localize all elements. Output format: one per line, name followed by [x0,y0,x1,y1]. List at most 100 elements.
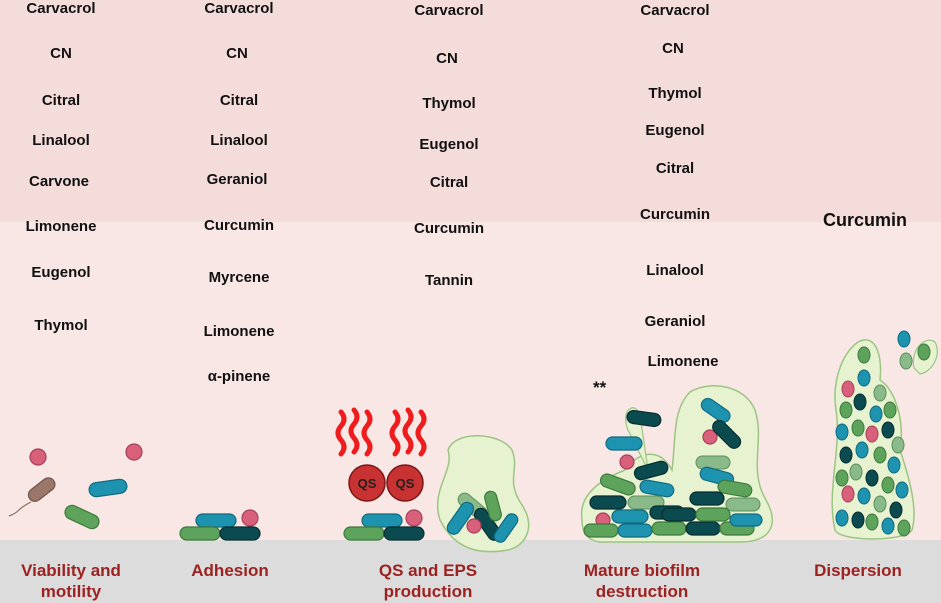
stage-label-line: Adhesion [191,561,269,580]
coccus-cell [241,509,259,527]
compound-label: Eugenol [31,264,91,281]
flagellum [8,501,32,517]
dispersing-biofilm [831,330,938,540]
biofilm-cell [855,441,869,459]
qs-molecules: QS QS [348,464,424,502]
biofilm-cell [849,463,863,481]
coccus-cell [29,448,47,466]
rod-cell [639,479,675,498]
qs-molecule-label: QS [396,476,415,491]
biofilm-cell [881,476,895,494]
rod-cell [611,509,649,524]
coccus-cell [466,518,482,534]
rod-cell [717,479,753,498]
coccus-cell [405,509,423,527]
biofilm-cell [835,469,849,487]
stage-label-adhesion: Adhesion [191,560,268,581]
compound-label: Curcumin [639,206,711,223]
compound-label: Geraniol [644,313,706,330]
compound-label: Limonene [25,218,97,235]
compound-label: Myrcene [208,269,270,286]
qs-molecule-label: QS [358,476,377,491]
background-top-band [0,0,941,222]
compound-label: Citral [41,92,81,109]
rod-cell [343,526,385,541]
compound-label: Linalool [210,132,268,149]
compound-label: α-pinene [207,368,271,385]
rod-cell [633,460,669,481]
biofilm-cell [853,393,867,411]
motile-bacterium [27,477,56,502]
stage-label-line: QS and EPS [378,561,478,580]
coccus-cell [702,429,718,445]
biofilm-cell [835,423,849,441]
compound-label: Curcumin [822,210,908,230]
stage-label-line: destruction [595,582,689,601]
biofilm-cell [857,487,871,505]
dispersed-cell [897,330,911,348]
compound-label: Thymol [422,95,476,112]
biofilm-cell [841,485,855,503]
significance-asterisk: ** [593,378,607,397]
dispersed-cell [899,352,913,370]
compound-label: Tannin [424,272,474,289]
compound-label: Curcumin [203,217,275,234]
rod-cell [446,501,475,535]
rod-cell [605,436,643,451]
coccus-cell [619,454,635,470]
compound-label: CN [436,50,458,67]
stage-label-line: Mature biofilm [583,561,701,580]
biofilm-cell [841,380,855,398]
compound-label: Thymol [34,317,88,334]
rod-cell [685,521,721,536]
rod-cell [695,455,731,470]
rod-cell [626,409,662,428]
compound-label: Citral [655,160,695,177]
planktonic-cells [8,443,143,530]
rod-cell [712,419,742,449]
biofilm-cell [891,436,905,454]
rod-cell [179,526,221,541]
adhering-cells [179,509,261,541]
coccus-cell [125,443,143,461]
rod-cell [484,490,502,522]
rod-cell [661,507,697,522]
biofilm-cell [873,384,887,402]
rod-cell [493,513,519,543]
stage-label-mature-biofilm: Mature biofilm destruction [584,560,700,602]
mature-biofilm [580,385,773,543]
compound-label: Limonene [203,323,275,340]
biofilm-cell [881,421,895,439]
rod-cell [700,397,731,423]
rod-cell [689,491,725,506]
biofilm-cell [865,513,879,531]
rod-cell [88,478,128,498]
compound-label: Curcumin [413,220,485,237]
stage-label-line: Viability and [21,561,121,580]
compound-label: Limonene [647,353,719,370]
biofilm-cell [873,446,887,464]
compound-label: Linalool [32,132,90,149]
rod-cell [599,473,636,496]
biofilm-cell [869,405,883,423]
compound-label: Citral [219,92,259,109]
biofilm-cell [873,495,887,513]
compound-label: Thymol [648,85,702,102]
stage-label-line: motility [40,582,102,601]
rod-cell [589,495,627,510]
biofilm-cell [865,425,879,443]
biofilm-cell [857,346,871,364]
compound-label: Eugenol [645,122,705,139]
compound-label: Carvone [28,173,90,190]
rod-cell [219,526,261,541]
rod-cell [195,513,237,528]
stage-label-qs-eps: QS and EPS production [379,560,477,602]
compound-label: CN [50,45,72,62]
compound-label: CN [662,40,684,57]
qs-cell-cluster [343,509,425,541]
rod-cell [651,521,687,536]
biofilm-cell [851,419,865,437]
rod-cell [695,507,731,522]
biofilm-cell [897,519,911,537]
